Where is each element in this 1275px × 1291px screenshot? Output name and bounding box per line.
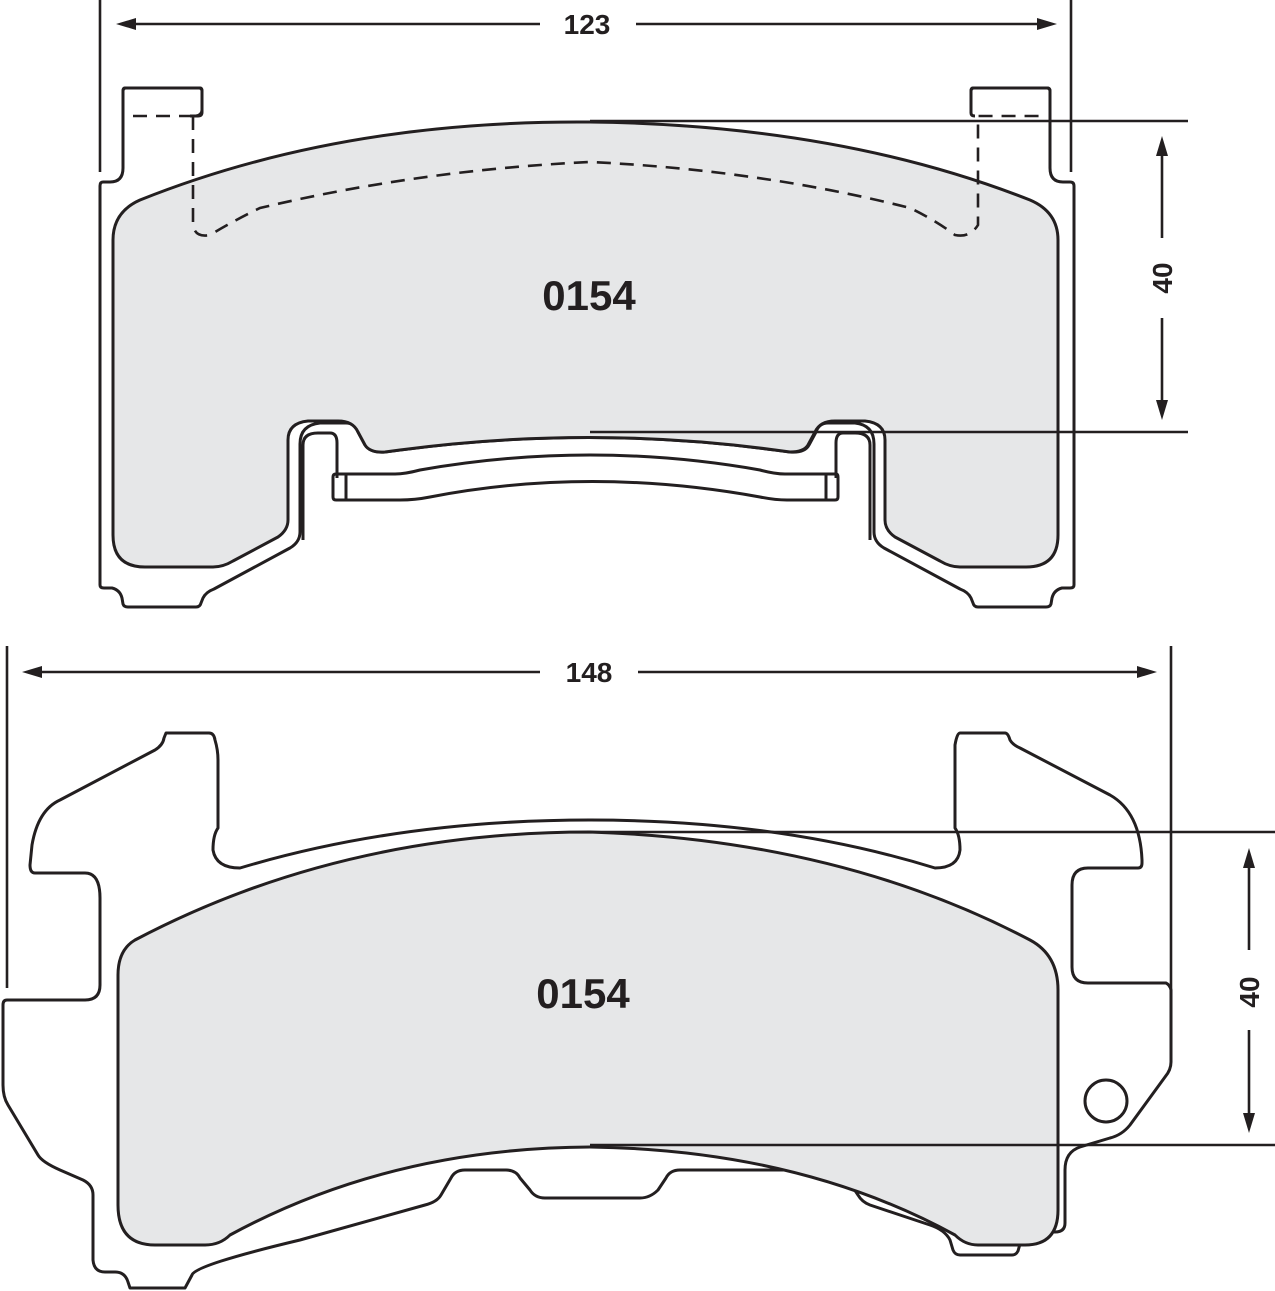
top-view: 0154 123 40 <box>98 0 1188 609</box>
bottom-view: 0154 148 40 <box>1 646 1275 1290</box>
bottom-friction-pad <box>116 830 1060 1247</box>
arrow-up-icon <box>1243 848 1255 868</box>
arrow-left-icon <box>116 18 136 30</box>
top-right-tab <box>969 86 1052 112</box>
bottom-part-number: 0154 <box>536 970 630 1017</box>
arrow-down-icon <box>1156 400 1168 420</box>
bottom-width-dimension: 148 <box>566 657 613 688</box>
top-slot-right <box>834 431 872 540</box>
top-left-tab <box>121 86 204 118</box>
arrow-right-icon <box>1137 666 1157 678</box>
arrow-right-icon <box>1037 18 1057 30</box>
bottom-backing-plate <box>1 731 1173 1290</box>
arrow-up-icon <box>1156 136 1168 156</box>
top-height-dimension: 40 <box>1147 262 1178 293</box>
top-width-dimension: 123 <box>564 9 611 40</box>
top-friction-pad <box>111 120 1060 569</box>
top-slot-left <box>301 431 339 540</box>
bottom-mounting-hole <box>1083 1078 1129 1124</box>
bottom-height-dimension: 40 <box>1234 976 1265 1007</box>
top-part-number: 0154 <box>542 272 636 319</box>
top-hidden-line <box>133 114 1040 237</box>
arrow-left-icon <box>22 666 42 678</box>
arrow-down-icon <box>1243 1113 1255 1133</box>
top-spring-clip <box>331 453 840 502</box>
